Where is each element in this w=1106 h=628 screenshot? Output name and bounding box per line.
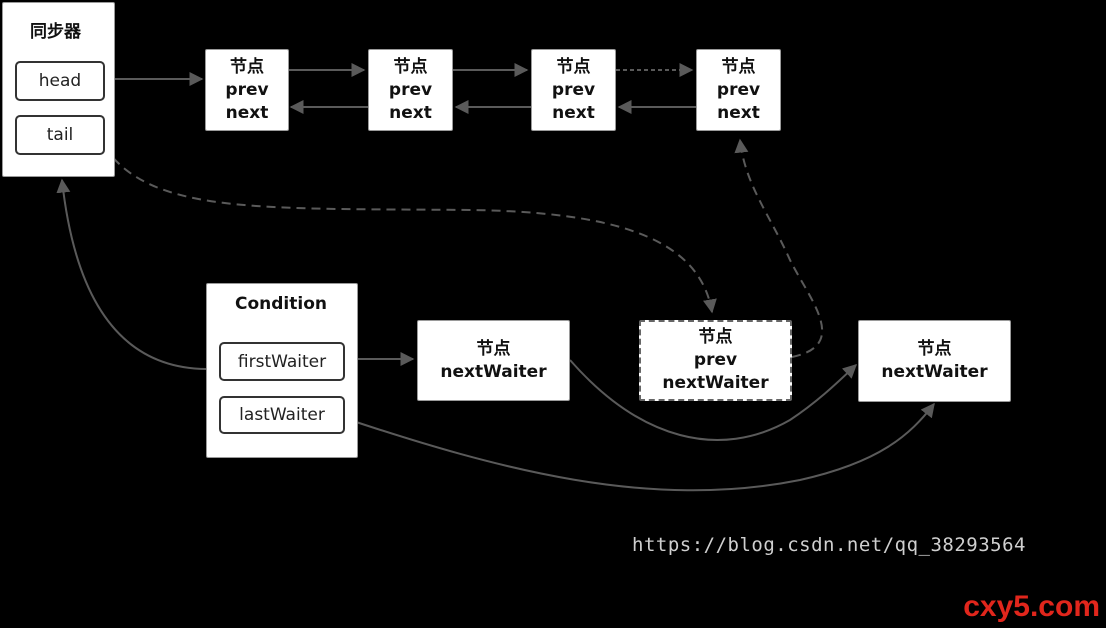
enq-dashed-arrow [734,138,824,358]
node-next: next [552,102,595,123]
node-title: 节点 [393,56,428,77]
node-title: 节点 [230,56,264,77]
sync-node-1: 节点 prev next [205,49,289,131]
tail-field: tail [15,115,105,155]
condition-title: Condition [235,294,327,314]
last-waiter-field: lastWaiter [219,396,345,434]
tail-dashed-arrow [103,145,717,314]
node-prev: prev [693,350,738,370]
node-next: next [717,102,760,123]
node-title: 节点 [476,338,511,359]
node-next-waiter: nextWaiter [440,361,547,382]
url-watermark: https://blog.csdn.net/qq_38293564 [632,534,1026,556]
node-prev: prev [716,79,761,100]
sync-node-3: 节点 prev next [531,49,616,131]
node-title: 节点 [721,56,756,77]
node-next: next [389,102,432,123]
node-title: 节点 [556,56,591,77]
condition-box: Condition firstWaiter lastWaiter [206,283,358,458]
node-next-waiter: nextWaiter [662,373,769,393]
head-field: head [15,61,105,101]
last-waiter-arrow [343,402,935,492]
node-prev: prev [388,79,433,100]
wait-node-new: 节点 prev nextWaiter [639,320,792,401]
condition-to-sync-arrow [56,178,207,370]
node-next-waiter: nextWaiter [881,362,988,382]
node-title: 节点 [917,339,952,359]
node-prev: prev [551,79,596,100]
sync-node-2: 节点 prev next [368,49,453,131]
node-prev: prev [225,79,269,100]
wait-node-last: 节点 nextWaiter [858,320,1011,402]
node-title: 节点 [698,327,733,347]
synchronizer-box: 同步器 head tail [2,2,115,177]
brand-logo: cxy5.com [963,590,1100,623]
node-next: next [225,102,269,123]
sync-node-4: 节点 prev next [696,49,781,131]
wait-node-1: 节点 nextWaiter [417,320,570,401]
synchronizer-title: 同步器 [30,22,81,42]
next-waiter-arrow [569,359,858,441]
first-waiter-field: firstWaiter [219,342,345,381]
